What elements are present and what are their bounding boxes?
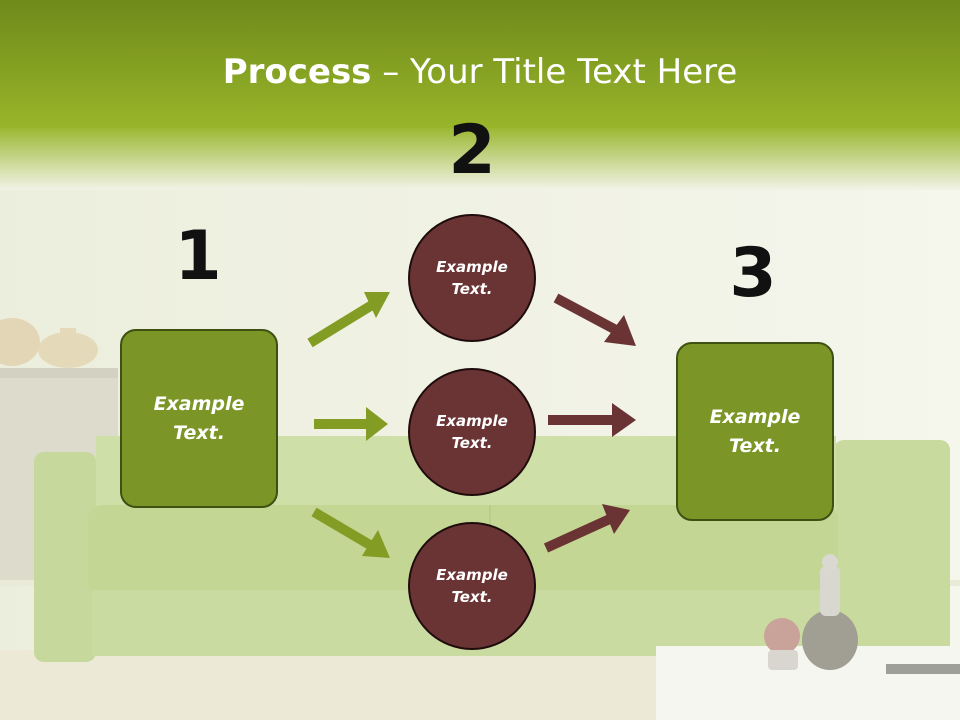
flowers	[764, 618, 800, 654]
title-rest: – Your Title Text Here	[371, 52, 738, 92]
arrow-1-to-top	[307, 292, 390, 348]
circle-middle: Example Text.	[408, 368, 536, 496]
arrow-bottom-to-3	[543, 504, 630, 553]
step-number-1: 1	[174, 217, 222, 296]
step-3-text: Example Text.	[709, 406, 801, 457]
step-3-box: Example Text.	[676, 342, 834, 521]
circle-bottom-text: Example Text.	[436, 565, 508, 607]
arrow-1-to-bottom	[311, 507, 390, 558]
step-1-text: Example Text.	[153, 393, 245, 444]
step-number-3: 3	[729, 234, 777, 313]
vase	[0, 318, 40, 366]
vase	[38, 332, 98, 368]
circle-middle-text: Example Text.	[436, 411, 508, 453]
decanter	[802, 610, 858, 670]
step-1-box: Example Text.	[120, 329, 278, 508]
arrow-1-to-middle	[314, 407, 388, 441]
title-bold: Process	[222, 52, 372, 92]
circle-top-text: Example Text.	[436, 257, 508, 299]
step-number-2: 2	[448, 111, 496, 190]
slide-title: Process – Your Title Text Here	[0, 52, 960, 92]
circle-bottom: Example Text.	[408, 522, 536, 650]
circle-top: Example Text.	[408, 214, 536, 342]
arrow-top-to-3	[553, 293, 636, 346]
arrow-middle-to-3	[548, 403, 636, 437]
